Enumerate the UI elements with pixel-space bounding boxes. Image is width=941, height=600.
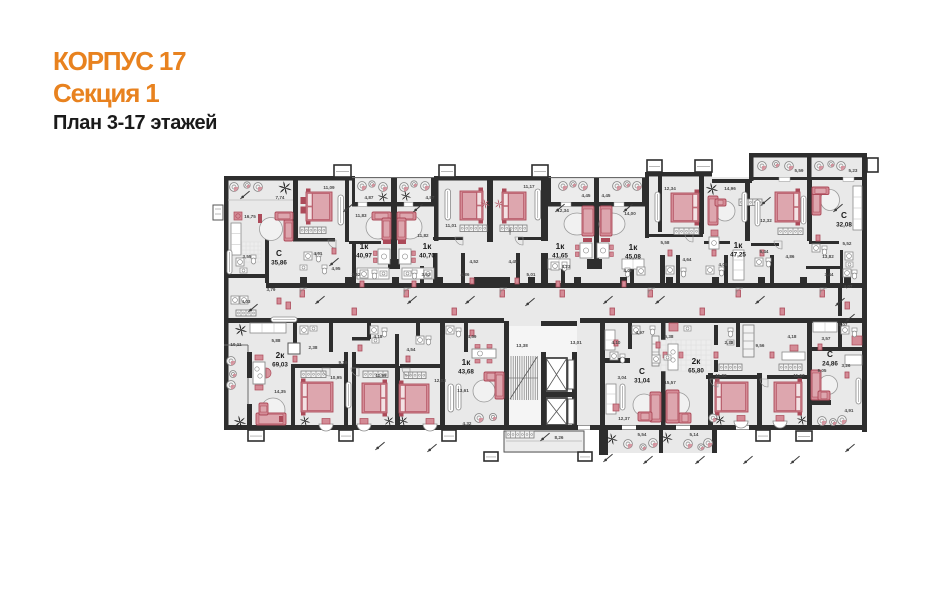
svg-text:4,07: 4,07 bbox=[839, 322, 848, 327]
svg-text:5,88: 5,88 bbox=[272, 338, 281, 343]
svg-text:13,61: 13,61 bbox=[457, 388, 469, 393]
svg-text:4,08: 4,08 bbox=[719, 262, 728, 267]
svg-text:6,38: 6,38 bbox=[665, 334, 674, 339]
svg-text:11,01: 11,01 bbox=[445, 223, 457, 228]
svg-text:15,57: 15,57 bbox=[664, 380, 676, 385]
svg-text:40,97: 40,97 bbox=[356, 253, 372, 260]
svg-text:1к: 1к bbox=[462, 358, 472, 367]
svg-text:10,95: 10,95 bbox=[330, 375, 342, 380]
svg-text:3,44: 3,44 bbox=[825, 272, 834, 277]
svg-text:31,04: 31,04 bbox=[634, 378, 650, 385]
svg-text:5,44: 5,44 bbox=[760, 249, 769, 254]
svg-text:4,07: 4,07 bbox=[624, 268, 633, 273]
svg-text:16,75: 16,75 bbox=[244, 214, 256, 219]
svg-text:5,59: 5,59 bbox=[795, 168, 804, 173]
svg-text:2к: 2к bbox=[276, 351, 286, 360]
svg-text:11,82: 11,82 bbox=[417, 233, 429, 238]
svg-text:3,79: 3,79 bbox=[267, 287, 276, 292]
svg-text:13,01: 13,01 bbox=[570, 340, 582, 345]
svg-text:14,96: 14,96 bbox=[724, 186, 736, 191]
svg-text:2,38: 2,38 bbox=[309, 345, 318, 350]
svg-text:4,54: 4,54 bbox=[407, 347, 416, 352]
svg-text:11,17: 11,17 bbox=[523, 184, 535, 189]
svg-text:3,62: 3,62 bbox=[352, 272, 361, 277]
svg-text:4,18: 4,18 bbox=[788, 334, 797, 339]
svg-text:12,34: 12,34 bbox=[557, 208, 569, 213]
svg-text:13,82: 13,82 bbox=[822, 254, 834, 259]
svg-text:12,37: 12,37 bbox=[618, 416, 630, 421]
svg-text:4,07: 4,07 bbox=[844, 284, 853, 289]
svg-text:65,80: 65,80 bbox=[688, 368, 704, 375]
svg-text:32,08: 32,08 bbox=[836, 222, 852, 229]
svg-text:9,56: 9,56 bbox=[756, 343, 765, 348]
svg-text:4,59: 4,59 bbox=[468, 334, 477, 339]
svg-text:4,18: 4,18 bbox=[374, 334, 383, 339]
svg-text:3,26: 3,26 bbox=[842, 363, 851, 368]
svg-text:1к: 1к bbox=[734, 241, 744, 250]
svg-text:11,09: 11,09 bbox=[323, 185, 335, 190]
svg-text:1к: 1к bbox=[423, 242, 433, 251]
svg-text:9,19: 9,19 bbox=[339, 360, 348, 365]
svg-text:11,57: 11,57 bbox=[793, 373, 805, 378]
svg-text:С: С bbox=[276, 249, 282, 258]
svg-text:10,11: 10,11 bbox=[230, 342, 242, 347]
svg-text:4,97: 4,97 bbox=[636, 330, 645, 335]
svg-text:4,86: 4,86 bbox=[461, 272, 470, 277]
svg-text:5,14: 5,14 bbox=[690, 432, 699, 437]
svg-text:5,52: 5,52 bbox=[843, 241, 852, 246]
svg-text:3,62: 3,62 bbox=[422, 272, 431, 277]
svg-text:40,70: 40,70 bbox=[419, 253, 435, 260]
svg-text:4,91: 4,91 bbox=[845, 408, 854, 413]
svg-text:12,34: 12,34 bbox=[664, 186, 676, 191]
svg-text:7,74: 7,74 bbox=[276, 195, 285, 200]
svg-text:43,68: 43,68 bbox=[458, 369, 474, 376]
svg-text:69,03: 69,03 bbox=[272, 362, 288, 369]
svg-text:4,64: 4,64 bbox=[683, 257, 692, 262]
svg-text:12,03: 12,03 bbox=[434, 378, 446, 383]
svg-text:1к: 1к bbox=[360, 242, 370, 251]
svg-text:8,26: 8,26 bbox=[555, 435, 564, 440]
svg-text:4,32: 4,32 bbox=[463, 421, 472, 426]
svg-text:1к: 1к bbox=[629, 243, 639, 252]
svg-text:4,86: 4,86 bbox=[786, 254, 795, 259]
svg-text:5,01: 5,01 bbox=[527, 272, 536, 277]
svg-text:4,61: 4,61 bbox=[314, 251, 323, 256]
svg-text:С: С bbox=[639, 367, 645, 376]
svg-text:47,25: 47,25 bbox=[730, 252, 746, 259]
svg-text:4,45: 4,45 bbox=[602, 193, 611, 198]
svg-text:11,99: 11,99 bbox=[375, 373, 387, 378]
svg-text:4,52: 4,52 bbox=[470, 259, 479, 264]
svg-text:5,23: 5,23 bbox=[849, 168, 858, 173]
svg-text:1к: 1к bbox=[556, 242, 566, 251]
svg-text:3,55: 3,55 bbox=[243, 254, 252, 259]
svg-text:4,87: 4,87 bbox=[426, 195, 435, 200]
svg-text:5,54: 5,54 bbox=[638, 432, 647, 437]
svg-text:14,35: 14,35 bbox=[274, 389, 286, 394]
svg-text:2к: 2к bbox=[692, 357, 702, 366]
svg-text:12,32: 12,32 bbox=[760, 218, 772, 223]
svg-text:11,02: 11,02 bbox=[715, 373, 727, 378]
svg-text:С: С bbox=[841, 211, 847, 220]
svg-text:13,38: 13,38 bbox=[516, 343, 528, 348]
svg-text:9,05: 9,05 bbox=[818, 368, 827, 373]
svg-text:11,83: 11,83 bbox=[355, 213, 367, 218]
svg-text:41,65: 41,65 bbox=[552, 253, 568, 260]
svg-text:4,95: 4,95 bbox=[332, 266, 341, 271]
svg-text:4,45: 4,45 bbox=[582, 193, 591, 198]
svg-text:24,86: 24,86 bbox=[822, 361, 838, 368]
svg-text:14,00: 14,00 bbox=[624, 211, 636, 216]
svg-text:2,38: 2,38 bbox=[725, 340, 734, 345]
svg-text:5,58: 5,58 bbox=[661, 240, 670, 245]
svg-text:4,03: 4,03 bbox=[242, 299, 251, 304]
svg-text:С: С bbox=[827, 350, 833, 359]
svg-text:45,08: 45,08 bbox=[625, 254, 641, 261]
svg-text:3,04: 3,04 bbox=[618, 375, 627, 380]
svg-text:3,57: 3,57 bbox=[822, 336, 831, 341]
svg-text:35,86: 35,86 bbox=[271, 260, 287, 267]
svg-text:4,87: 4,87 bbox=[365, 195, 374, 200]
svg-text:4,10: 4,10 bbox=[612, 340, 621, 345]
svg-text:4,23: 4,23 bbox=[562, 264, 571, 269]
svg-text:4,45: 4,45 bbox=[509, 259, 518, 264]
